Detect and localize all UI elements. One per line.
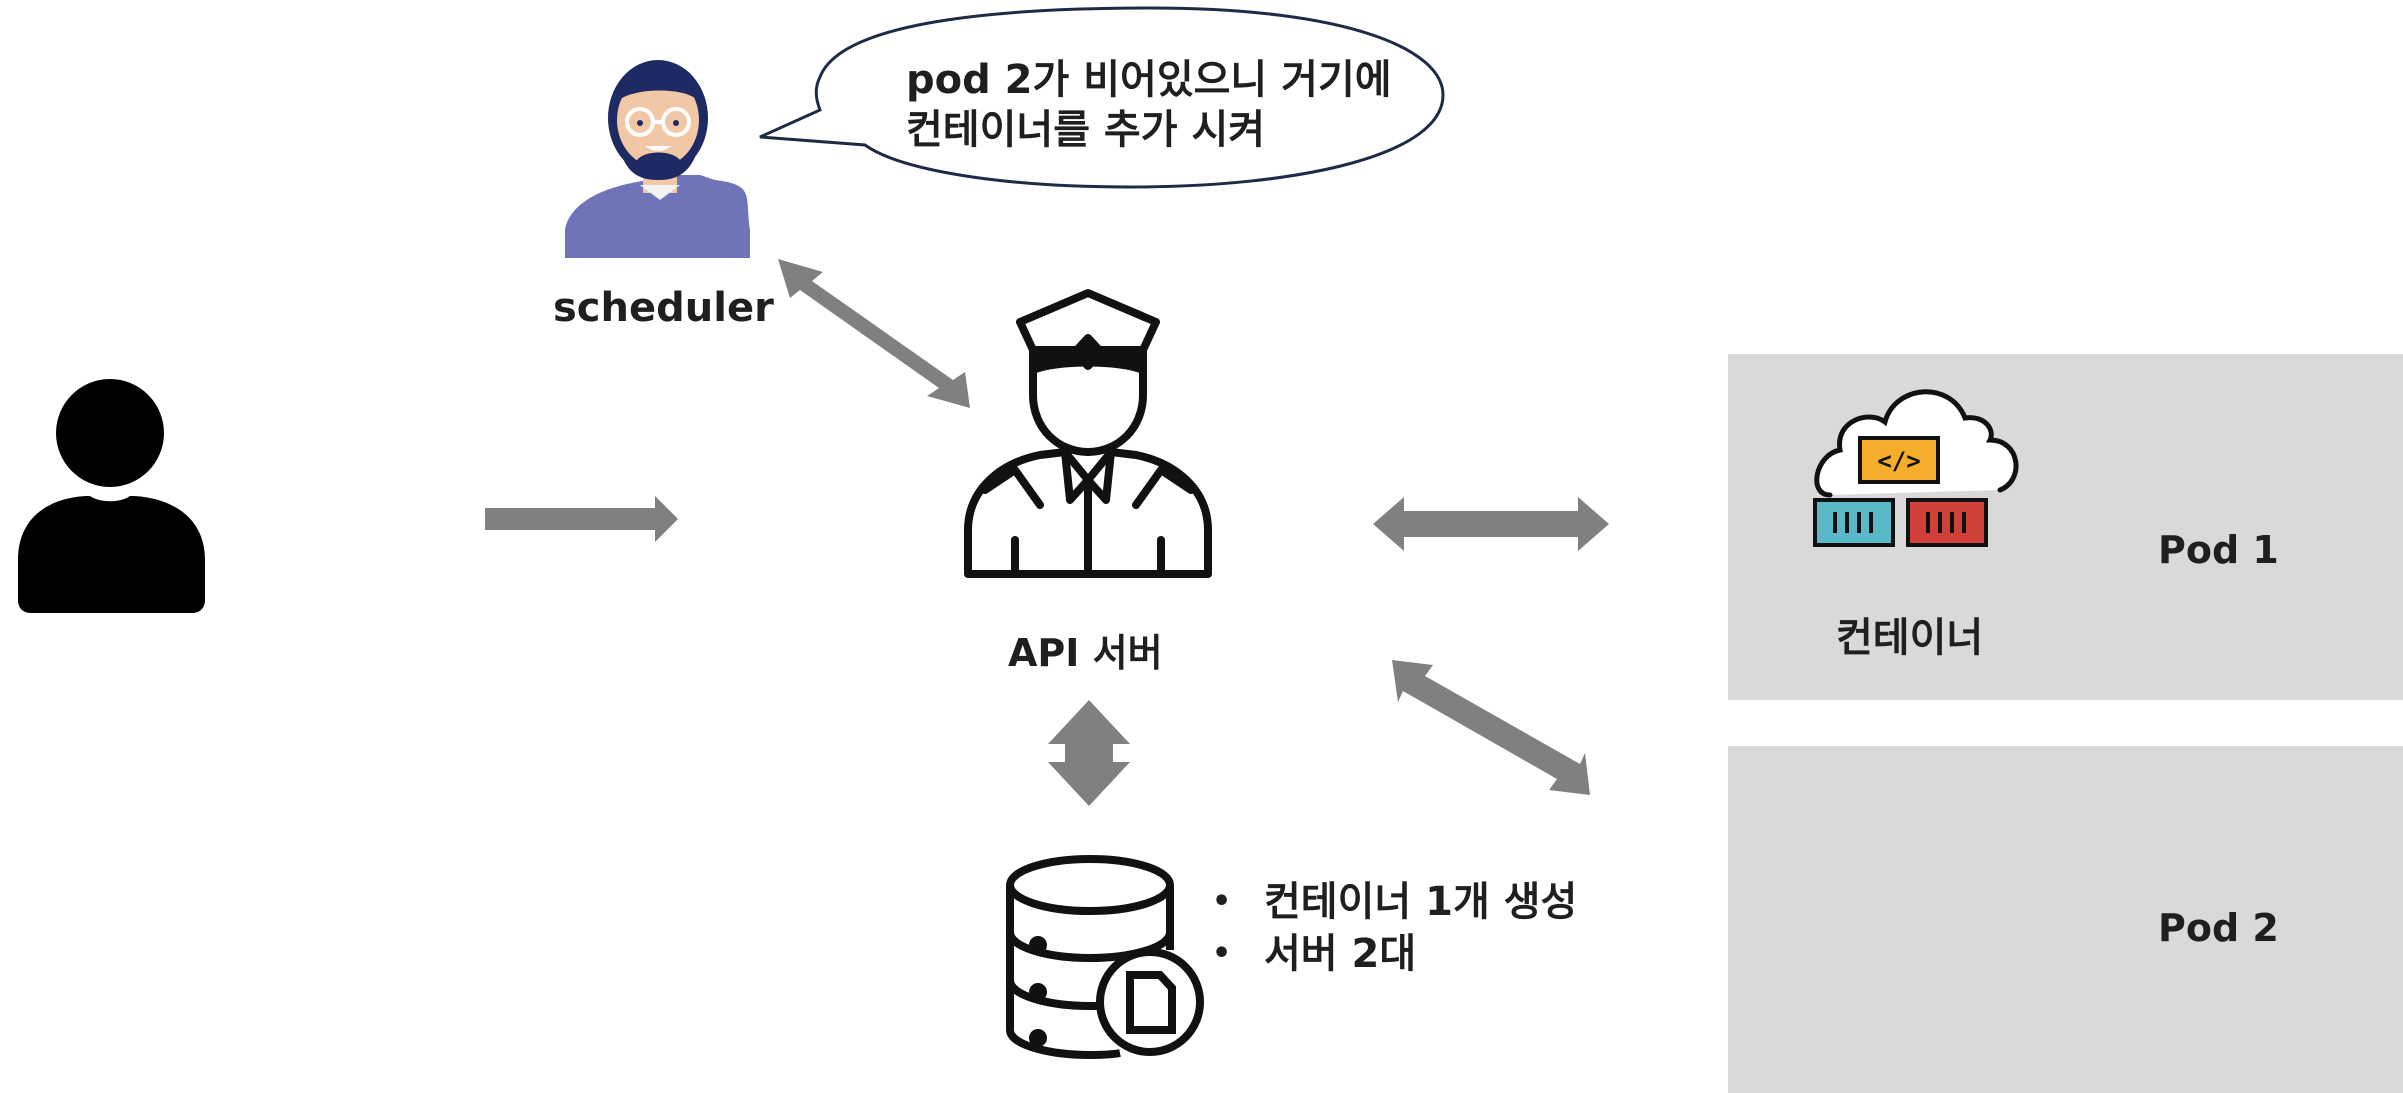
speech-bubble-text: pod 2가 비어있으니 거기에 컨테이너를 추가 시켜 bbox=[906, 55, 1392, 155]
database-notes: •컨테이너 1개 생성 •서버 2대 bbox=[1212, 876, 1577, 980]
police-officer-icon bbox=[968, 293, 1208, 574]
scheduler-avatar-icon bbox=[565, 60, 750, 258]
pod-1-label: Pod 1 bbox=[2158, 528, 2279, 572]
pod-2-label: Pod 2 bbox=[2158, 906, 2279, 950]
pod-1-container-label: 컨테이너 bbox=[1836, 605, 1983, 663]
scheduler-label: scheduler bbox=[553, 285, 774, 331]
user-silhouette-icon bbox=[18, 379, 205, 613]
database-note-item: •컨테이너 1개 생성 bbox=[1212, 876, 1577, 928]
arrow-api-database bbox=[1048, 700, 1130, 806]
speech-bubble-line-1: pod 2가 비어있으니 거기에 bbox=[906, 55, 1392, 105]
database-document-icon bbox=[1010, 859, 1200, 1055]
arrow-api-pod1 bbox=[1373, 497, 1609, 551]
database-note-item: •서버 2대 bbox=[1212, 928, 1577, 980]
speech-bubble-line-2: 컨테이너를 추가 시켜 bbox=[906, 105, 1392, 155]
api-server-label: API 서버 bbox=[1008, 622, 1163, 677]
arrow-api-pod2 bbox=[1392, 660, 1590, 795]
svg-text:</>: </> bbox=[1877, 447, 1920, 475]
arrow-scheduler-api bbox=[778, 259, 970, 408]
cloud-containers-icon: </> bbox=[1815, 392, 2016, 545]
arrow-user-to-api bbox=[485, 496, 678, 542]
